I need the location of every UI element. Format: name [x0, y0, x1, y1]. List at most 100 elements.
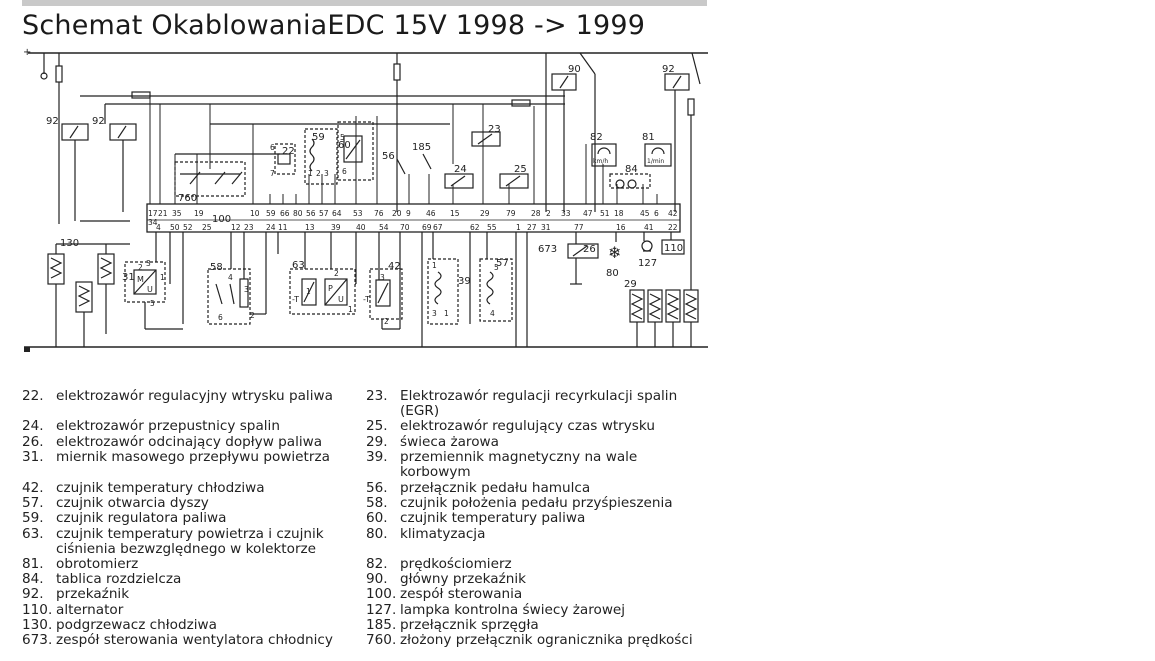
pin-bottom: 23	[244, 223, 254, 232]
pin-top: 29	[480, 209, 490, 218]
legend-item: 59.czujnik regulatora paliwa	[22, 510, 227, 526]
legend-item: 90.główny przekaźnik	[366, 571, 526, 587]
wire-segment	[277, 153, 291, 165]
legend-item: 63.czujnik temperatury powietrza i czujn…	[22, 526, 324, 558]
wire-segment	[572, 245, 588, 257]
wire-segment	[396, 158, 406, 175]
wire-segment	[641, 240, 653, 252]
label-760: 760	[178, 193, 197, 204]
pin-number: 3	[324, 169, 329, 178]
wire-segment	[231, 171, 243, 185]
pin-number: 3	[244, 285, 249, 294]
pin-top: 45	[640, 209, 650, 218]
legend-item: 23.Elektrozawór regulacji recyrkulacji s…	[366, 388, 678, 420]
snowflake-icon: ❄	[608, 243, 621, 262]
wire-segment	[309, 138, 315, 172]
pin-top: 17	[148, 209, 158, 218]
wire-segment	[486, 271, 494, 305]
wire-segment	[149, 96, 658, 204]
pin-number: 3	[146, 259, 151, 268]
legend-item: 82.prędkościomierz	[366, 556, 512, 572]
legend-item: 31.miernik masowego przepływu powietrza	[22, 449, 330, 465]
wire-segment	[422, 153, 432, 170]
legend-item: 57.czujnik otwarcia dyszy	[22, 495, 209, 511]
label-u: U	[147, 285, 153, 294]
wire-segment	[691, 52, 701, 85]
legend-item: 26.elektrozawór odcinający dopływ paliwa	[22, 434, 323, 450]
wire-segment	[324, 278, 348, 306]
wire-segment	[644, 143, 672, 167]
pin-top: 64	[332, 209, 342, 218]
pin-number: 6	[270, 143, 275, 152]
label-t63: -T	[292, 295, 299, 304]
legend-item: 760.złożony przełącznik ogranicznika prę…	[366, 632, 693, 648]
legend-item: 60.czujnik temperatury paliwa	[366, 510, 586, 526]
wire-segment	[377, 282, 389, 304]
wire-segment	[505, 175, 521, 187]
wire-segment	[567, 243, 599, 259]
pin-bottom: 22	[668, 223, 678, 232]
pin-top: 18	[614, 209, 624, 218]
label-29: 29	[624, 279, 637, 290]
label-92c: 92	[662, 64, 675, 75]
wire-segment	[393, 63, 401, 81]
wire-segment	[303, 281, 315, 303]
wire-segment	[289, 268, 356, 315]
pin-top: 28	[531, 209, 541, 218]
pin-bottom: 67	[433, 223, 443, 232]
pin-top: 33	[561, 209, 571, 218]
legend-item: 110.alternator	[22, 602, 124, 618]
pin-bottom: 1	[516, 223, 521, 232]
pin-bottom: 4	[156, 223, 161, 232]
wire-segment	[597, 147, 611, 155]
pin-top: 57	[319, 209, 329, 218]
pin-bottom: 31	[541, 223, 551, 232]
wire-segment	[75, 281, 93, 313]
legend-item: 130.podgrzewacz chłodziwa	[22, 617, 217, 633]
pin-top: 19	[194, 209, 204, 218]
pin-bottom: 16	[616, 223, 626, 232]
legend-item: 58.czujnik położenia pedału przyśpieszen…	[366, 495, 673, 511]
wire-segment	[301, 278, 317, 306]
label-60: 60	[338, 140, 351, 151]
pin-top: 76	[374, 209, 384, 218]
wire-segment	[648, 293, 662, 320]
label-185: 185	[412, 142, 431, 153]
wire-segment: 17 21 35 19 10 59 66 80 56 57 64 53 76 2…	[148, 209, 678, 232]
label-kmh: km/h	[593, 158, 608, 165]
wire-segment	[49, 257, 63, 279]
wire-segment	[109, 123, 137, 141]
label-92a: 92	[46, 116, 59, 127]
pin-bottom: 77	[574, 223, 584, 232]
label-39: 39	[458, 276, 471, 287]
pin-bottom: 50	[170, 223, 180, 232]
pin-number: 5	[494, 263, 499, 272]
label-25: 25	[514, 164, 527, 175]
label-57: 57	[496, 258, 509, 269]
wire-segment	[189, 171, 201, 185]
legend-item: 25.elektrozawór regulujący czas wtrysku	[366, 418, 655, 434]
wire-segment	[47, 253, 65, 285]
label-82: 82	[590, 132, 603, 143]
pin-number: 7	[270, 169, 275, 178]
wire-segment	[499, 173, 529, 189]
wire-segment	[97, 253, 115, 285]
wire-segment	[69, 125, 79, 139]
legend-item: 22.elektrozawór regulacyjny wtrysku pali…	[22, 388, 333, 404]
label-24: 24	[454, 164, 467, 175]
pin-number: 2	[384, 317, 389, 326]
pin-top: 51	[600, 209, 610, 218]
label-26: 26	[583, 244, 596, 255]
pin-34: 34	[148, 218, 158, 227]
pin-bottom: 13	[305, 223, 315, 232]
pin-bottom: 62	[470, 223, 480, 232]
pin-number: 1	[160, 273, 165, 282]
pin-bottom: 70	[400, 223, 410, 232]
wire-segment	[324, 278, 348, 306]
wire-segment	[579, 52, 596, 75]
pin-number: 2	[334, 269, 339, 278]
pin-number: 6	[342, 167, 347, 176]
pin-bottom: 52	[183, 223, 193, 232]
wire-segment	[651, 147, 665, 155]
wire-segment	[471, 131, 501, 147]
